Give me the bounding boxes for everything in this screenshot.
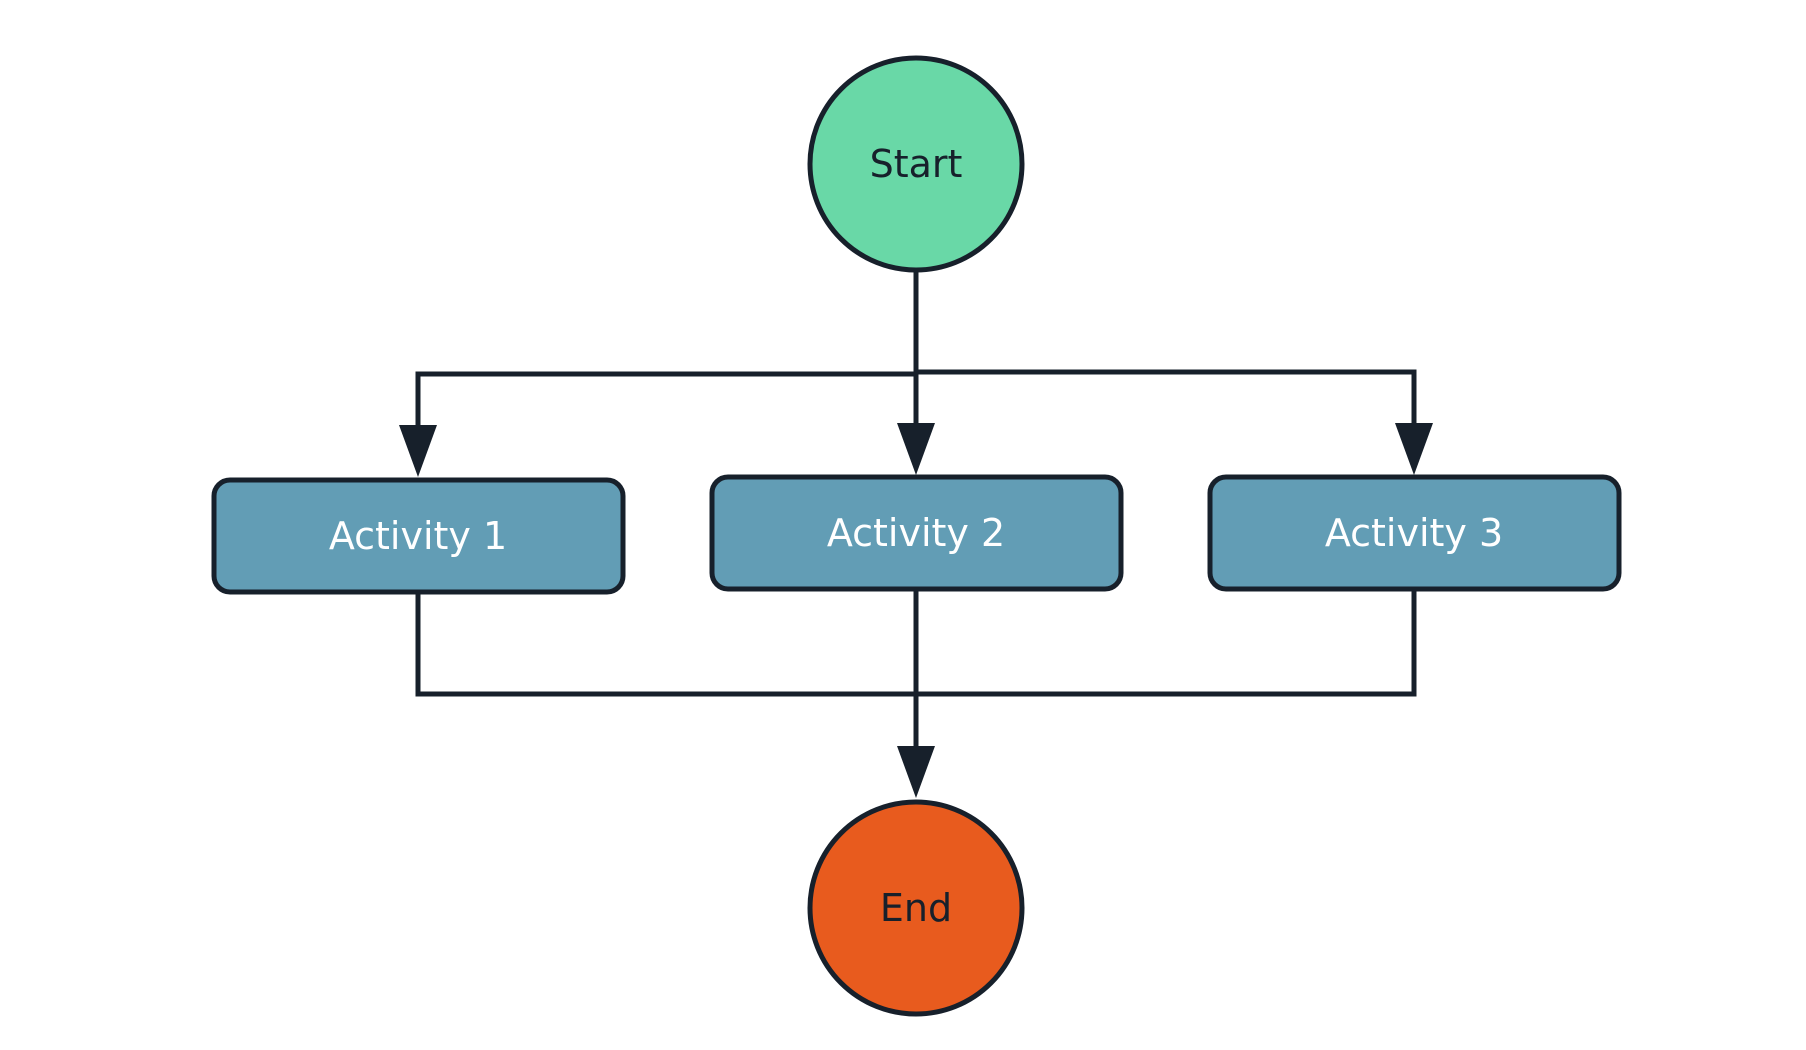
start-label: Start (870, 142, 963, 186)
activity-3-label: Activity 3 (1325, 511, 1503, 555)
arrowhead-activity1 (399, 425, 437, 477)
edge-start-to-activity3 (913, 268, 1417, 426)
activity-1-label: Activity 1 (329, 514, 507, 558)
edge-activity1-to-end (415, 590, 919, 748)
activity-3-node[interactable]: Activity 3 (1207, 474, 1622, 592)
start-circle (807, 55, 1025, 273)
activity-2-box (709, 474, 1124, 592)
activity-1-box (211, 477, 626, 595)
activity-2-node[interactable]: Activity 2 (709, 474, 1124, 592)
end-label: End (880, 886, 952, 930)
arrowhead-activity3 (1395, 423, 1433, 475)
start-node[interactable]: Start (807, 55, 1025, 273)
end-node[interactable]: End (807, 799, 1025, 1017)
activity-2-label: Activity 2 (827, 511, 1005, 555)
edge-start-to-activity1 (415, 268, 919, 430)
edge-activity3-to-end (913, 588, 1417, 748)
activity-3-box (1207, 474, 1622, 592)
arrowhead-activity2 (897, 423, 935, 475)
activity-1-node[interactable]: Activity 1 (211, 477, 626, 595)
end-circle (807, 799, 1025, 1017)
arrowhead-end (897, 746, 935, 798)
